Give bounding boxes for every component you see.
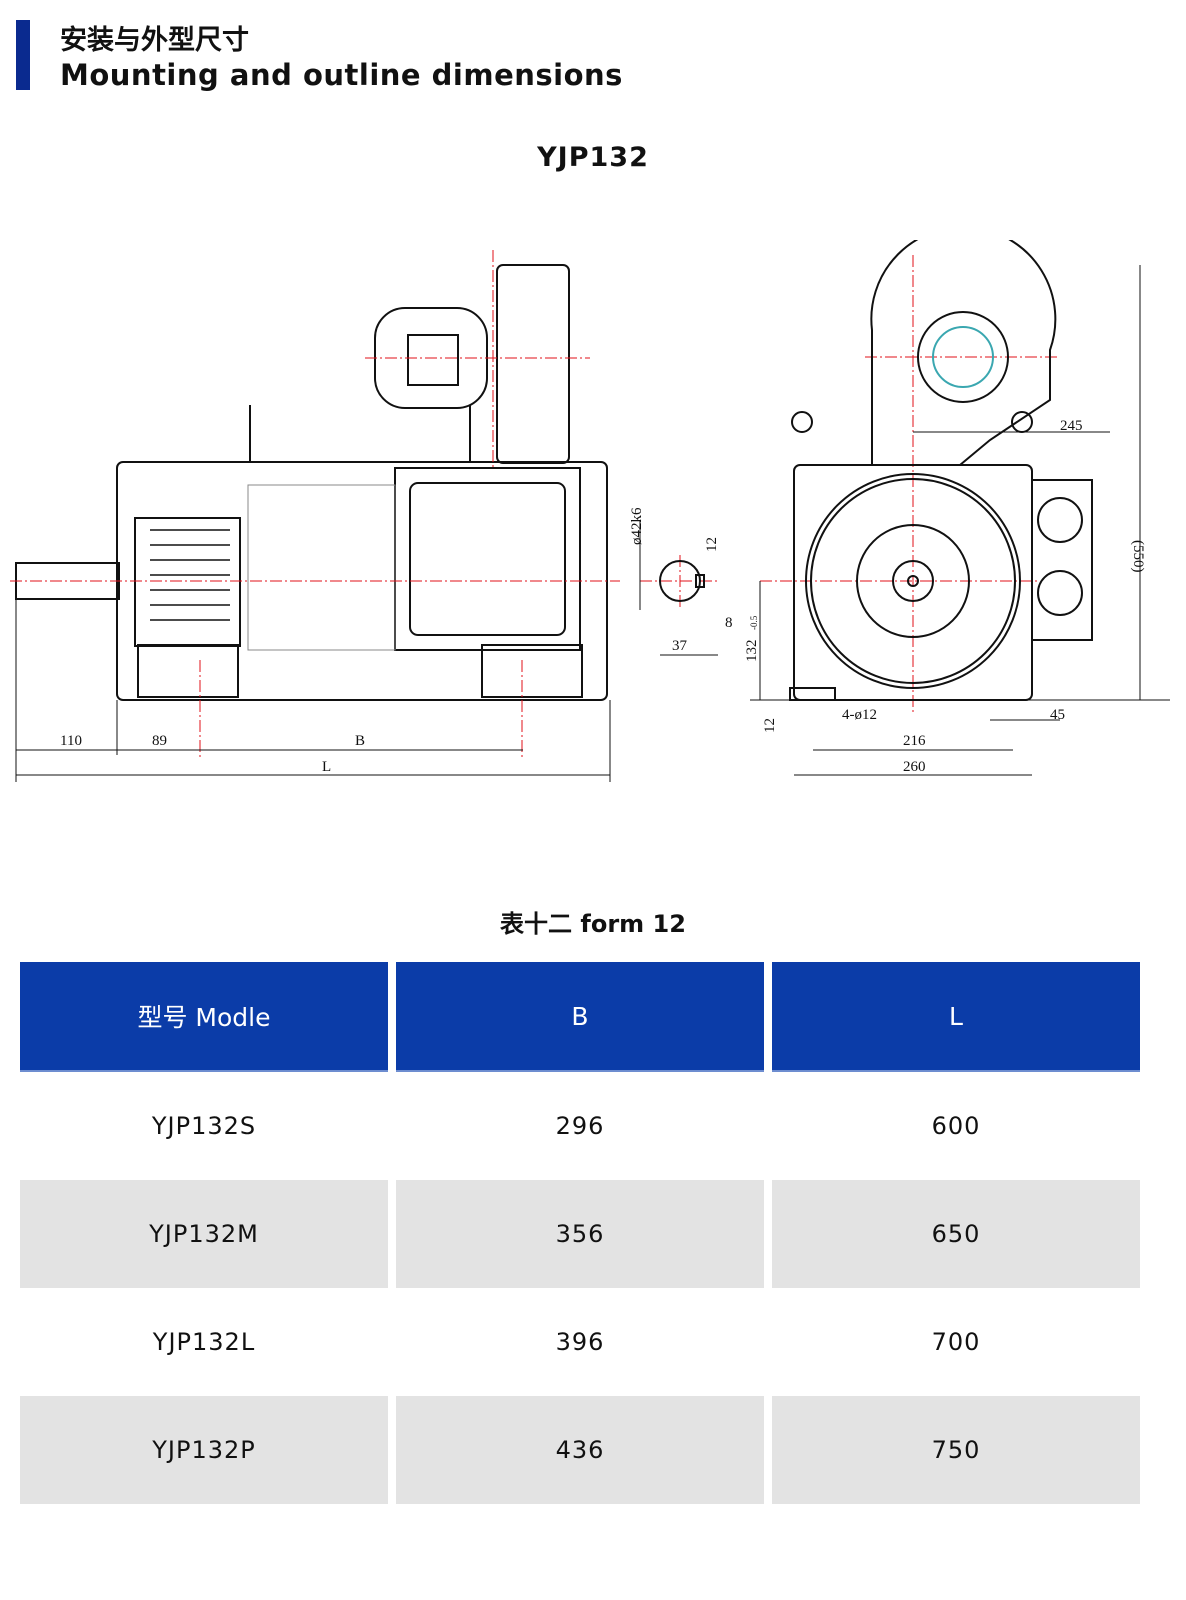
cell-b: 436 xyxy=(396,1396,764,1504)
cell-b: 396 xyxy=(555,1328,605,1356)
shaft-section xyxy=(659,560,705,602)
side-grille xyxy=(150,529,230,621)
dim-center-height: 132 xyxy=(744,640,760,663)
table-row: YJP132S 296 600 xyxy=(20,1072,1140,1180)
end-view xyxy=(789,240,1093,701)
dim-shaft-length: 37 xyxy=(672,638,688,654)
dim-holes: 4-ø12 xyxy=(842,707,877,723)
cell-model: YJP132P xyxy=(20,1396,388,1504)
table-row: YJP132M 356 650 xyxy=(20,1180,1140,1288)
col-header-l: L xyxy=(772,962,1140,1072)
dim-216: 216 xyxy=(903,733,926,749)
cell-b: 296 xyxy=(555,1112,605,1140)
dim-l: L xyxy=(322,759,331,775)
col-header-b: B xyxy=(396,962,764,1072)
cell-model: YJP132S xyxy=(151,1112,257,1140)
centerlines xyxy=(10,250,1060,760)
dim-260: 260 xyxy=(903,759,926,775)
outline-drawing: 110 89 B L ø42k6 12 8 37 132 -0.5 245 (5… xyxy=(10,240,1170,782)
table-row: YJP132P 436 750 xyxy=(20,1396,1140,1504)
dim-shaft-dia: ø42k6 xyxy=(629,507,645,545)
cell-model: YJP132L xyxy=(152,1328,256,1356)
cell-model: YJP132M xyxy=(20,1180,388,1288)
cell-l: 700 xyxy=(931,1328,981,1356)
dim-89: 89 xyxy=(152,733,167,749)
cell-b: 356 xyxy=(396,1180,764,1288)
dim-b: B xyxy=(355,733,365,749)
dim-110: 110 xyxy=(60,733,82,749)
section-title-cn: 安装与外型尺寸 xyxy=(60,25,249,56)
dimension-table: 型号 Modle B L YJP132S 296 600 YJP132M 356… xyxy=(12,962,1148,1504)
side-view xyxy=(15,264,608,701)
cell-l: 750 xyxy=(772,1396,1140,1504)
dim-245: 245 xyxy=(1060,418,1083,434)
dim-550: (550) xyxy=(1130,540,1146,573)
section-title-en: Mounting and outline dimensions xyxy=(60,58,623,92)
dim-key-height: 12 xyxy=(704,537,720,552)
table-row: YJP132L 396 700 xyxy=(20,1288,1140,1396)
dim-key-width: 8 xyxy=(725,615,733,631)
cell-l: 650 xyxy=(772,1180,1140,1288)
title-accent-bar xyxy=(16,20,30,90)
col-header-model: 型号 Modle xyxy=(20,962,388,1072)
dimension-lines xyxy=(15,265,1170,782)
dim-45: 45 xyxy=(1050,707,1065,723)
table-caption: 表十二 form 12 xyxy=(500,910,686,938)
cell-l: 600 xyxy=(931,1112,981,1140)
model-title: YJP132 xyxy=(537,142,649,173)
dim-foot-height: 12 xyxy=(762,718,778,733)
dim-center-tolerance: -0.5 xyxy=(749,615,759,630)
